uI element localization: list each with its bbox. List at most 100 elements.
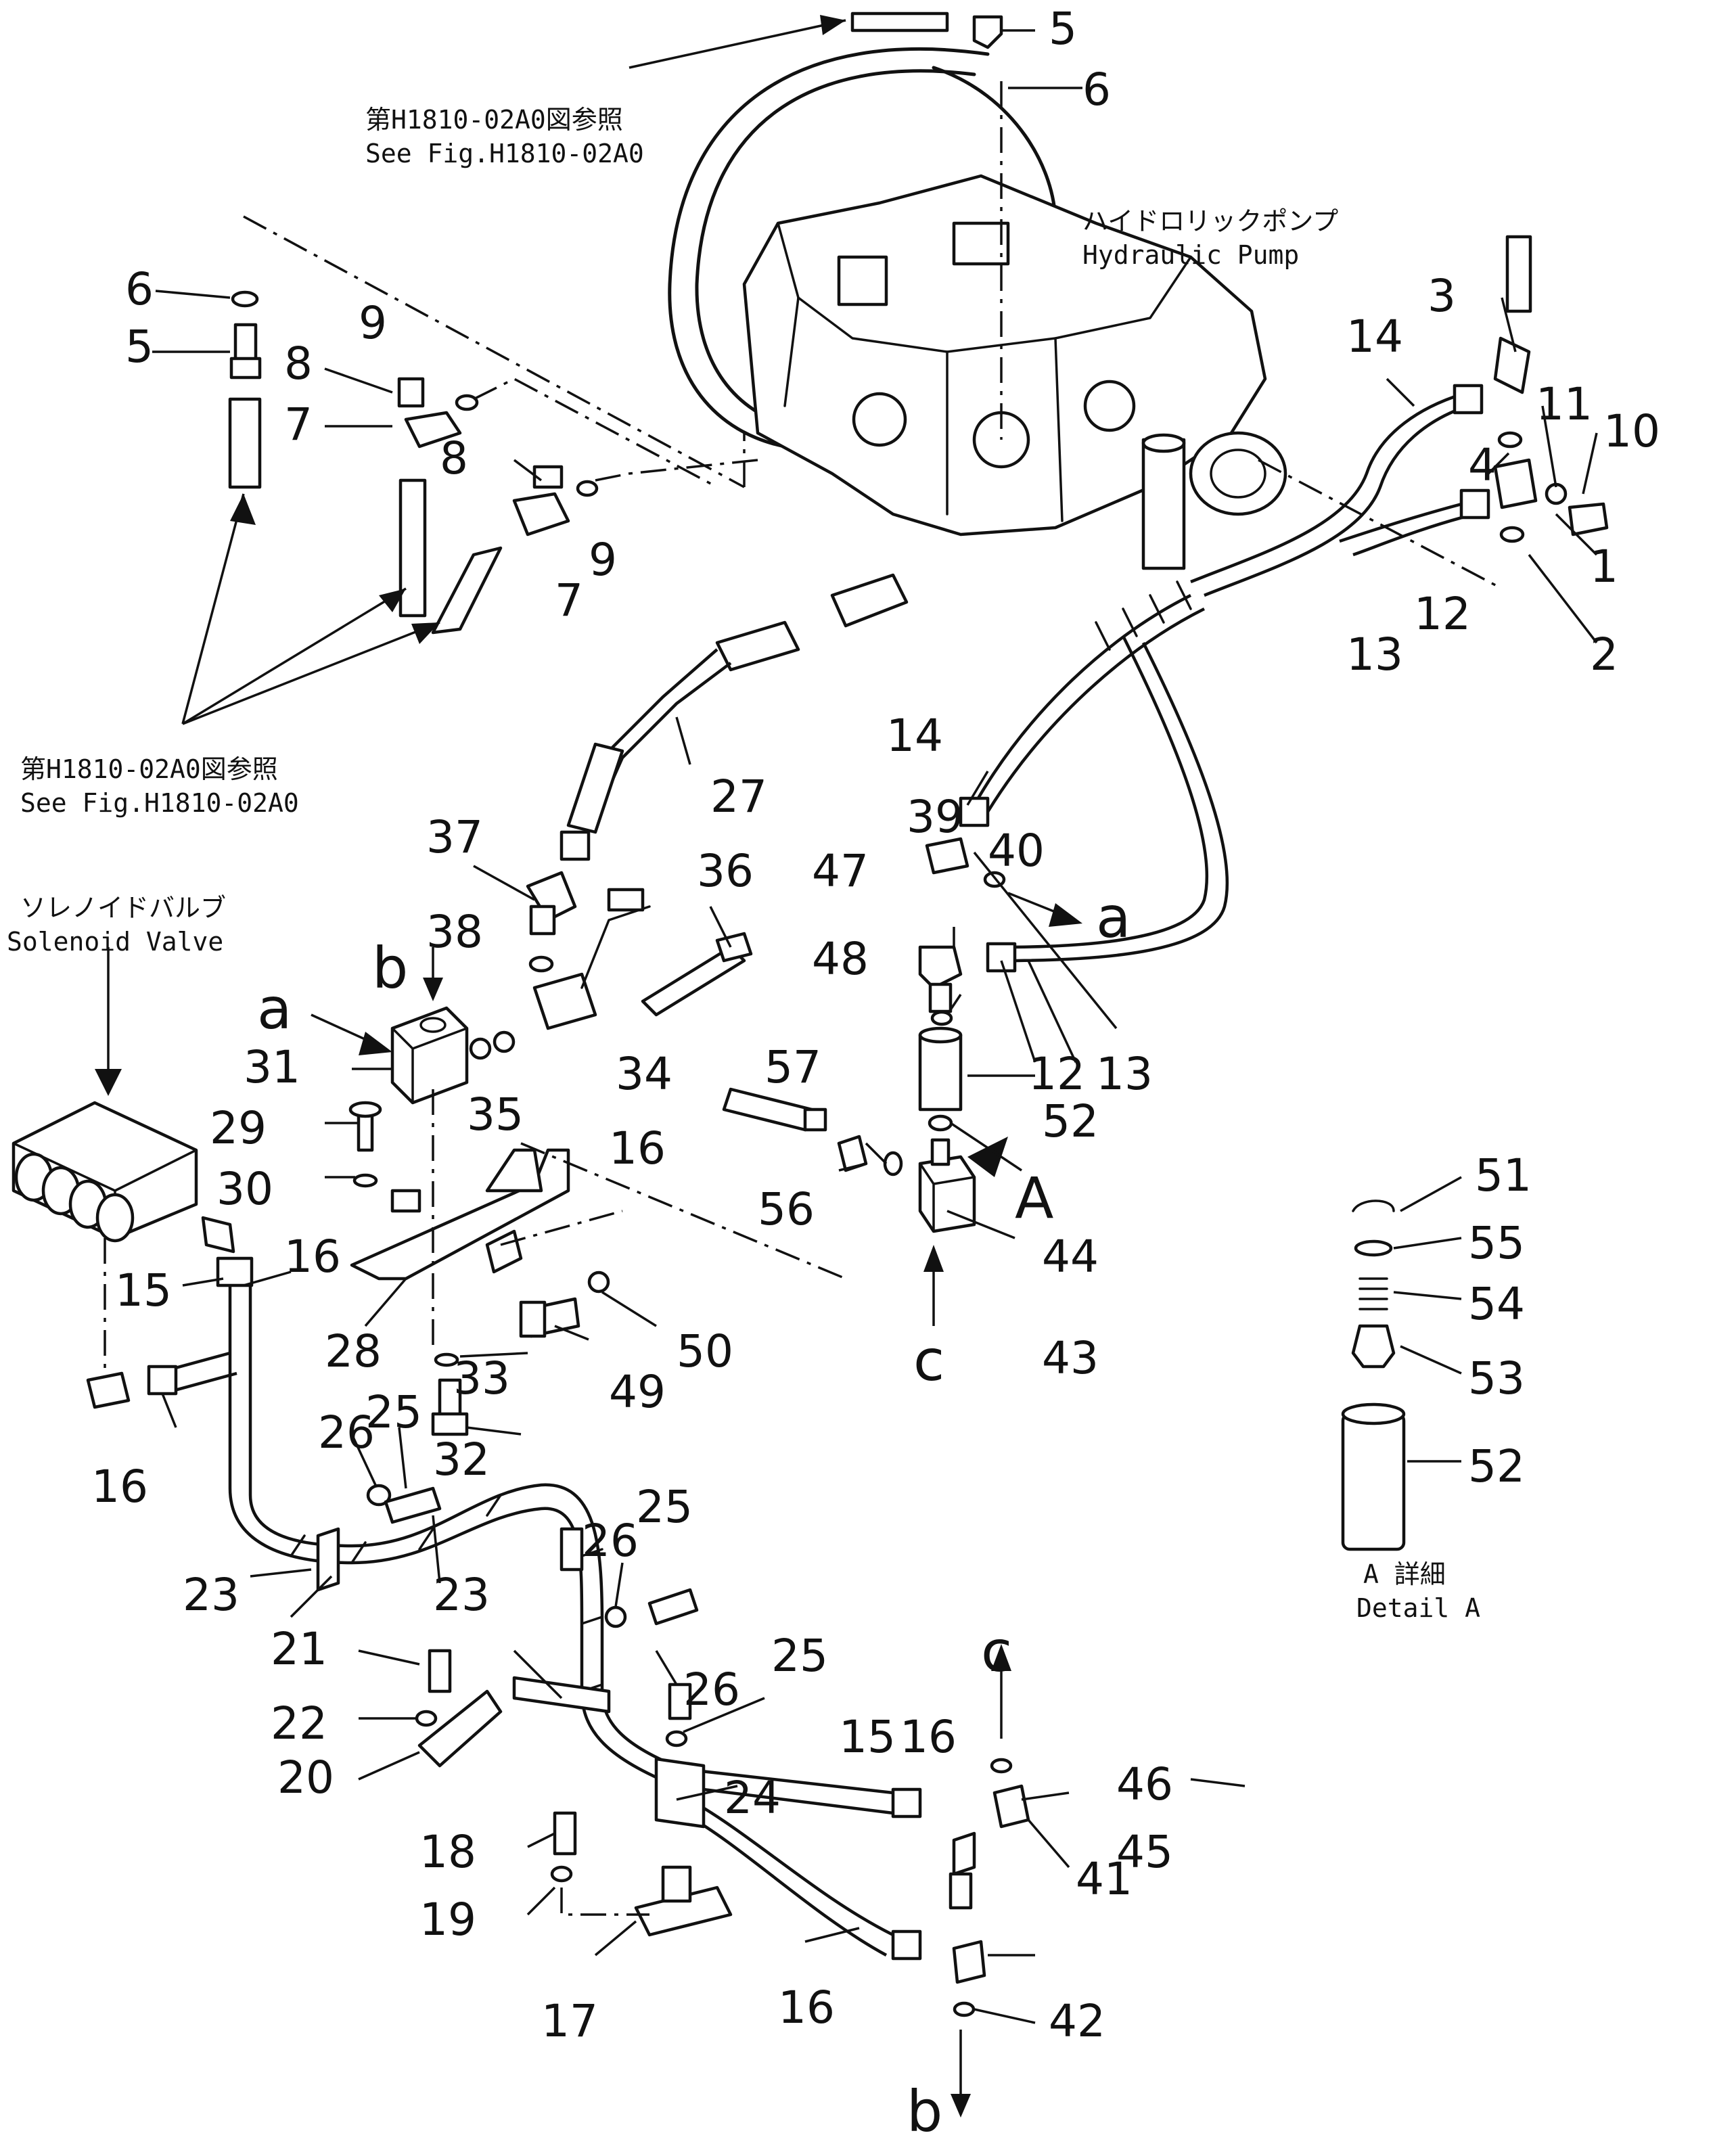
callout-42: 42	[1049, 1995, 1105, 2047]
callout-22: 22	[271, 1697, 327, 1749]
callout-3: 3	[1427, 270, 1456, 322]
callout-32: 32	[433, 1434, 490, 1486]
callout-55: 55	[1468, 1217, 1525, 1269]
callout-57: 57	[764, 1041, 821, 1093]
callout-15: 15	[115, 1264, 172, 1317]
callout-26: 26	[683, 1664, 740, 1716]
ref-top-en: See Fig.H1810-02A0	[365, 139, 644, 168]
callout-38: 38	[426, 906, 483, 958]
hoses-lower	[147, 1256, 922, 1961]
marker-A: A	[1015, 1165, 1053, 1231]
callout-7: 7	[555, 574, 583, 626]
callout-52: 52	[1042, 1095, 1099, 1147]
detail-label-jp: A 詳細	[1363, 1559, 1446, 1589]
callout-10: 10	[1603, 405, 1660, 457]
callout-47: 47	[812, 845, 869, 897]
callout-6: 6	[125, 263, 154, 315]
callout-14: 14	[1346, 311, 1403, 363]
callout-53: 53	[1468, 1352, 1525, 1404]
callout-25: 25	[771, 1630, 828, 1682]
callout-numbers: 1234556677889910111212131314141515161616…	[91, 3, 1660, 2047]
ref-left-jp: 第H1810-02A0図参照	[20, 754, 278, 784]
callout-39: 39	[907, 791, 963, 843]
callout-12: 12	[1414, 588, 1471, 640]
callout-15: 15	[839, 1711, 896, 1763]
callout-6: 6	[1082, 64, 1111, 116]
callout-27: 27	[710, 771, 767, 823]
callout-16: 16	[284, 1231, 341, 1283]
callout-5: 5	[1049, 3, 1077, 55]
callout-28: 28	[325, 1325, 382, 1377]
callout-9: 9	[589, 534, 617, 586]
callout-25: 25	[365, 1386, 422, 1438]
callout-23: 23	[183, 1569, 239, 1621]
callout-48: 48	[812, 933, 869, 985]
callout-16: 16	[778, 1982, 835, 2034]
marker-a-left: a	[257, 976, 292, 1042]
callout-8: 8	[284, 338, 313, 390]
callout-16: 16	[91, 1461, 148, 1513]
hydraulic-pump	[668, 12, 1287, 628]
callout-54: 54	[1468, 1278, 1525, 1330]
marker-c-right: c	[981, 1618, 1012, 1685]
hose-27	[559, 620, 800, 861]
letter-markers: a a b b c c A	[257, 884, 1130, 2145]
marker-b-bottom: b	[907, 2078, 942, 2145]
right-fittings	[1493, 235, 1609, 543]
callout-26: 26	[318, 1406, 375, 1459]
callout-49: 49	[609, 1366, 666, 1418]
marker-c-left: c	[913, 1327, 944, 1394]
notes: 第H1810-02A0図参照 See Fig.H1810-02A0 第H1810…	[7, 105, 1480, 1623]
callout-16: 16	[609, 1122, 666, 1174]
callout-35: 35	[467, 1089, 524, 1141]
callout-37: 37	[426, 811, 483, 863]
marker-a-right: a	[1096, 884, 1130, 951]
callout-18: 18	[419, 1826, 476, 1878]
callout-41: 41	[1076, 1853, 1133, 1905]
ref-top-jp: 第H1810-02A0図参照	[365, 105, 623, 135]
solenoid-label-en: Solenoid Valve	[7, 927, 223, 957]
callout-11: 11	[1536, 378, 1593, 430]
callout-23: 23	[433, 1569, 490, 1621]
callout-36: 36	[697, 845, 754, 897]
ref-left-en: See Fig.H1810-02A0	[20, 788, 299, 818]
callout-14: 14	[886, 710, 943, 762]
callout-13: 13	[1096, 1048, 1153, 1100]
callout-43: 43	[1042, 1332, 1099, 1384]
lower-hardware	[366, 1484, 1030, 2017]
callout-24: 24	[724, 1772, 781, 1824]
callout-7: 7	[284, 398, 313, 451]
callout-50: 50	[677, 1325, 733, 1377]
callout-9: 9	[359, 297, 387, 349]
callout-45: 45	[1116, 1826, 1173, 1878]
detail-label-en: Detail A	[1356, 1593, 1480, 1623]
solenoid-valve	[12, 947, 235, 1409]
callout-30: 30	[216, 1163, 273, 1215]
callout-44: 44	[1042, 1231, 1099, 1283]
block-bracket	[348, 1006, 846, 1436]
callout-5: 5	[125, 321, 154, 373]
callout-51: 51	[1475, 1149, 1532, 1202]
solenoid-label-jp: ソレノイドバルブ	[20, 893, 226, 923]
detail-a	[1341, 1199, 1406, 1551]
callout-56: 56	[758, 1183, 815, 1235]
callout-12: 12	[1028, 1048, 1085, 1100]
callout-52: 52	[1468, 1440, 1525, 1492]
callout-20: 20	[277, 1752, 334, 1804]
callout-40: 40	[988, 825, 1045, 877]
callout-8: 8	[440, 432, 468, 484]
pump-label-jp: ハイドロリックポンプ	[1082, 206, 1338, 236]
left-fittings	[228, 290, 599, 635]
leader-lines	[152, 29, 1598, 2024]
callout-17: 17	[541, 1995, 598, 2047]
callout-33: 33	[453, 1352, 510, 1404]
callout-4: 4	[1468, 439, 1497, 491]
callout-1: 1	[1590, 541, 1618, 593]
callout-19: 19	[419, 1894, 476, 1946]
hoses-right	[959, 384, 1490, 973]
callout-29: 29	[210, 1102, 267, 1154]
pump-label-en: Hydraulic Pump	[1082, 240, 1299, 270]
ref-arrows	[181, 15, 846, 725]
callout-16: 16	[900, 1711, 957, 1763]
